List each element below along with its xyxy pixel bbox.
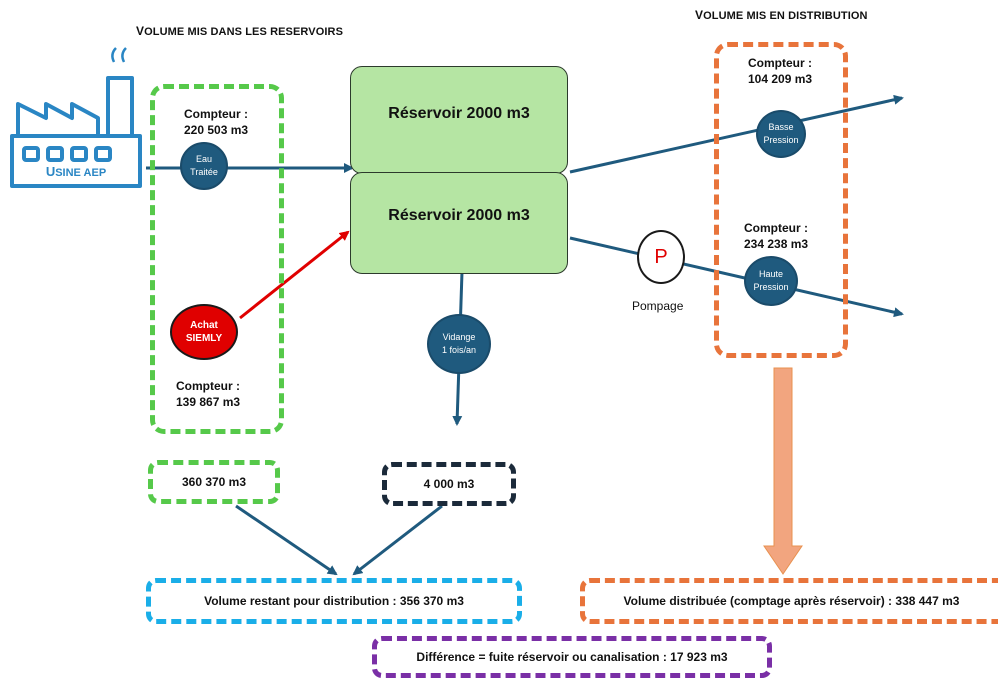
- vidange-total-box: 4 000 m3: [382, 462, 516, 506]
- header-distribution: VOLUME MIS EN DISTRIBUTION: [695, 8, 868, 22]
- pump-node: P: [637, 230, 685, 284]
- header-reservoirs-in: VOLUME MIS DANS LES RESERVOIRS: [136, 24, 344, 38]
- reservoir-top: Réservoir 2000 m3: [350, 66, 568, 174]
- compteur-haute-pression: Compteur : 234 238 m3: [744, 221, 809, 251]
- factory-icon: [10, 47, 142, 188]
- input-total-box: 360 370 m3: [148, 460, 280, 504]
- pompage-label: Pompage: [632, 299, 684, 313]
- compteur-usine: Compteur : 220 503 m3: [184, 107, 249, 137]
- compteur-basse-pression: Compteur : 104 209 m3: [748, 56, 813, 86]
- merge-left-arrow: [235, 504, 338, 576]
- compteur-siemly: Compteur : 139 867 m3: [176, 379, 241, 409]
- distribution-down-arrow: [763, 367, 803, 575]
- factory-label: USINE AEP: [45, 164, 107, 179]
- achat-arrow: [239, 230, 350, 320]
- remaining-volume-box: Volume restant pour distribution : 356 3…: [146, 578, 522, 624]
- input-meters-box: [150, 84, 284, 434]
- difference-box: Différence = fuite réservoir ou canalisa…: [372, 636, 772, 678]
- reservoir-bottom: Réservoir 2000 m3: [350, 172, 568, 274]
- merge-right-arrow: [352, 504, 443, 576]
- distributed-volume-box: Volume distribuée (comptage après réserv…: [580, 578, 998, 624]
- distribution-meters-box: [714, 42, 848, 358]
